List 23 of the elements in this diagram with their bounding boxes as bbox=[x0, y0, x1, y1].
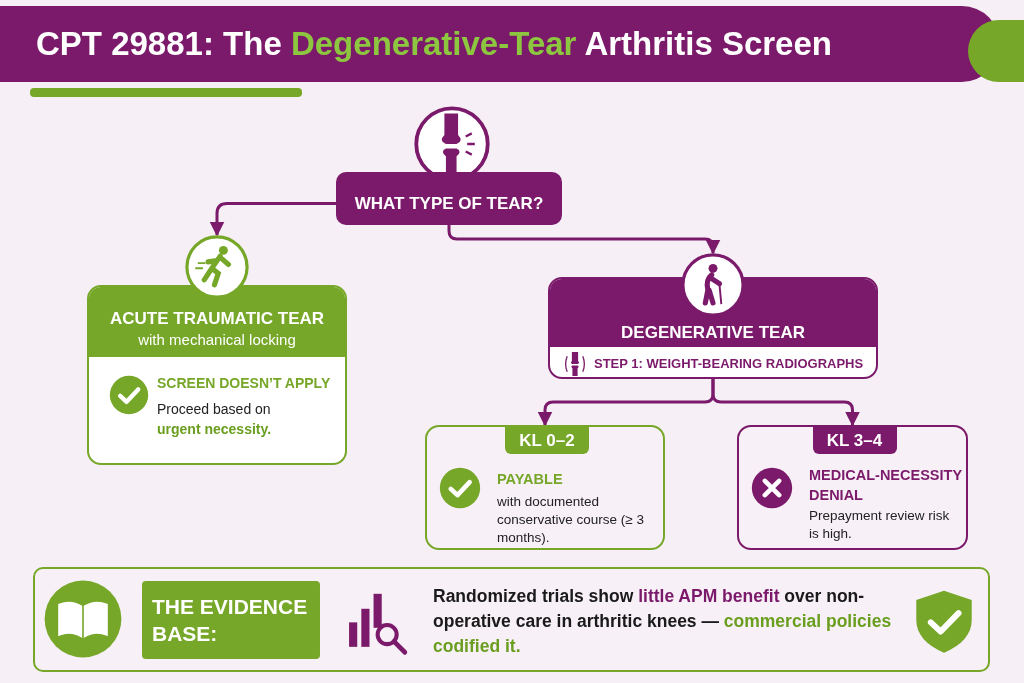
evidence-statement: Randomized trials show little APM benefit over non-operative care in arthritic knees — commercial policies codified it. bbox=[433, 585, 893, 658]
result-card bbox=[737, 425, 968, 550]
evidence-panel bbox=[33, 567, 990, 672]
result-card bbox=[425, 425, 665, 550]
card-subheading: with mechanical locking bbox=[137, 331, 297, 348]
step-text: STEP 1: WEIGHT-BEARING RADIOGRAPHS bbox=[594, 356, 864, 371]
question-text: WHAT TYPE OF TEAR? bbox=[354, 193, 544, 214]
arrow bbox=[209, 202, 336, 237]
result-heading: PAYABLE bbox=[497, 470, 564, 489]
result-text: with documented conservative course (≥ 3 months). bbox=[497, 493, 645, 547]
arrow bbox=[711, 379, 860, 427]
question-box bbox=[336, 172, 562, 225]
evidence-heading: THE EVIDENCE BASE: bbox=[142, 581, 320, 659]
card-heading: DEGENERATIVE TEAR bbox=[620, 323, 806, 343]
status-heading: SCREEN DOESN’T APPLY bbox=[157, 375, 331, 391]
result-text: Prepayment review risk is high. bbox=[809, 507, 951, 543]
arrow bbox=[447, 225, 721, 255]
status-text: Proceed based on urgent necessity. bbox=[157, 400, 273, 439]
title: CPT 29881: The Degenerative-Tear Arthritis Screen bbox=[36, 27, 832, 60]
grade-tab: KL 0–2 bbox=[505, 427, 589, 454]
card-heading: ACUTE TRAUMATIC TEAR bbox=[108, 309, 326, 329]
grade-tab: KL 3–4 bbox=[812, 427, 897, 454]
result-heading: MEDICAL-NECESSITY DENIAL bbox=[809, 466, 963, 505]
